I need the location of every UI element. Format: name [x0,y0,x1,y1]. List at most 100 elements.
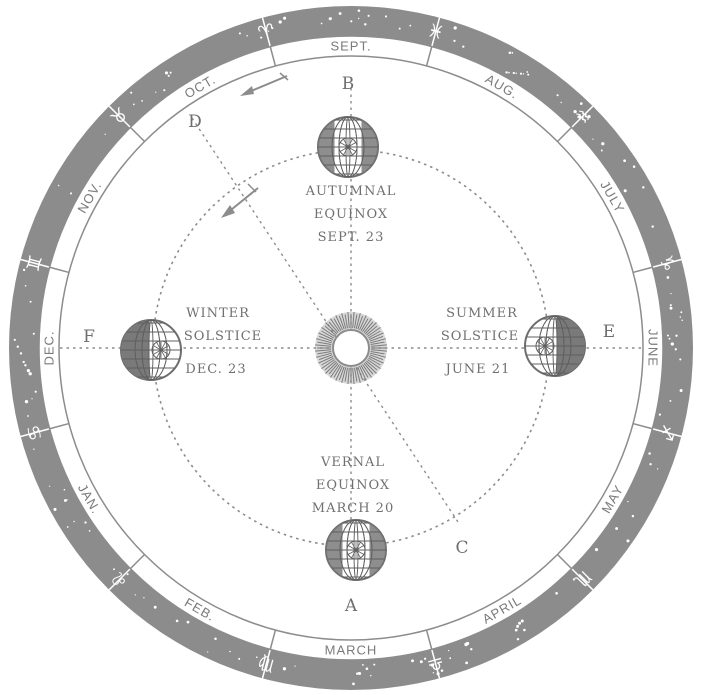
sun-ray [364,361,377,374]
zodiac-divider [652,428,682,438]
ring-star [516,637,520,641]
month-label: SEPT. [330,39,371,54]
ring-star [186,620,190,624]
month-dividers [49,46,653,650]
sun-ray [321,326,335,337]
ring-star [648,452,651,455]
ring-star [423,657,427,660]
ring-star [84,521,87,524]
ring-star [666,334,669,337]
month-divider [556,126,573,143]
month-label: MARCH [325,643,378,658]
winter-line3: DEC. 23 [185,362,246,377]
sun-ray [321,330,334,339]
sun-ray [365,360,378,371]
ring-star [675,334,678,337]
month-divider [49,422,70,430]
orbit-arrow-side [221,183,259,218]
zodiac-divider [652,258,682,268]
ring-star [430,663,434,667]
winter-solstice-label: WINTER SOLSTICE DEC. 23 [184,306,261,377]
sun-ray [316,338,332,344]
ring-star [470,648,473,651]
ring-star [447,649,450,652]
ring-star [31,398,33,400]
ring-star [163,89,166,92]
sun-ray [360,318,369,331]
sun-ray [364,322,377,335]
sun-ray [325,322,338,335]
ring-star [153,605,157,609]
ring-star [19,352,23,355]
sun-ray [324,360,337,371]
ring-star [508,51,512,54]
sun-ray [354,367,358,382]
axis-lines [60,88,642,580]
ring-star [384,15,388,18]
ring-star [623,189,627,193]
ring-star [409,24,412,27]
ring-star [69,192,72,195]
month-divider [269,629,277,650]
ring-star [27,415,29,417]
ring-stars [13,9,683,686]
ring-star [515,72,517,74]
earth-positions [120,116,586,581]
autumnal-line2: EQUINOX [314,207,388,222]
sun-ray [368,356,384,364]
ring-star [518,621,522,625]
month-divider [49,266,70,274]
ring-star [63,499,67,502]
sun-ray [363,362,374,375]
sun-ray [329,364,340,378]
sun-ray [359,365,367,381]
month-divider [632,266,653,274]
ring-star [143,597,145,599]
ring-star [22,268,26,272]
sun [315,312,387,384]
month-divider [425,46,433,67]
ring-star [651,225,654,228]
ring-star [370,674,372,677]
ring-star [352,682,355,686]
ring-star [32,332,35,335]
zodiac-dividers [20,17,682,679]
ring-star [680,311,683,314]
sun-ray [360,365,369,378]
sun-ray [359,315,367,331]
sun-ray [355,367,361,383]
ring-star [453,39,456,43]
ring-star [167,74,170,77]
ring-star [104,133,106,135]
sun-ray [362,364,373,378]
sun-ray [365,325,378,336]
ring-star [505,71,508,74]
ring-star [522,73,525,75]
ring-star [520,619,524,623]
ring-star [22,360,25,364]
letter-d: D [188,112,202,132]
zodiac-divider [20,258,50,268]
letter-f: F [83,327,95,347]
ring-star [627,500,629,503]
sun-ray [352,312,355,329]
ring-star [519,72,523,75]
ring-star [523,628,526,632]
autumnal-equinox-label: AUTUMNAL EQUINOX SEPT. 23 [305,184,396,245]
ring-star [453,26,457,30]
zodiac-symbol: ♋ [23,422,47,443]
sun-ray [318,332,334,340]
sun-ray [341,367,347,383]
ring-star [512,71,515,75]
ring-star [577,115,581,119]
ring-star [594,548,599,552]
ring-star [679,316,682,318]
ring-star [132,103,135,106]
ring-star [175,619,179,623]
zodiac-symbol: ♐ [655,422,679,443]
ring-star [126,573,129,576]
month-divider [556,553,573,570]
ring-star [283,16,287,20]
sun-ray [370,338,386,344]
